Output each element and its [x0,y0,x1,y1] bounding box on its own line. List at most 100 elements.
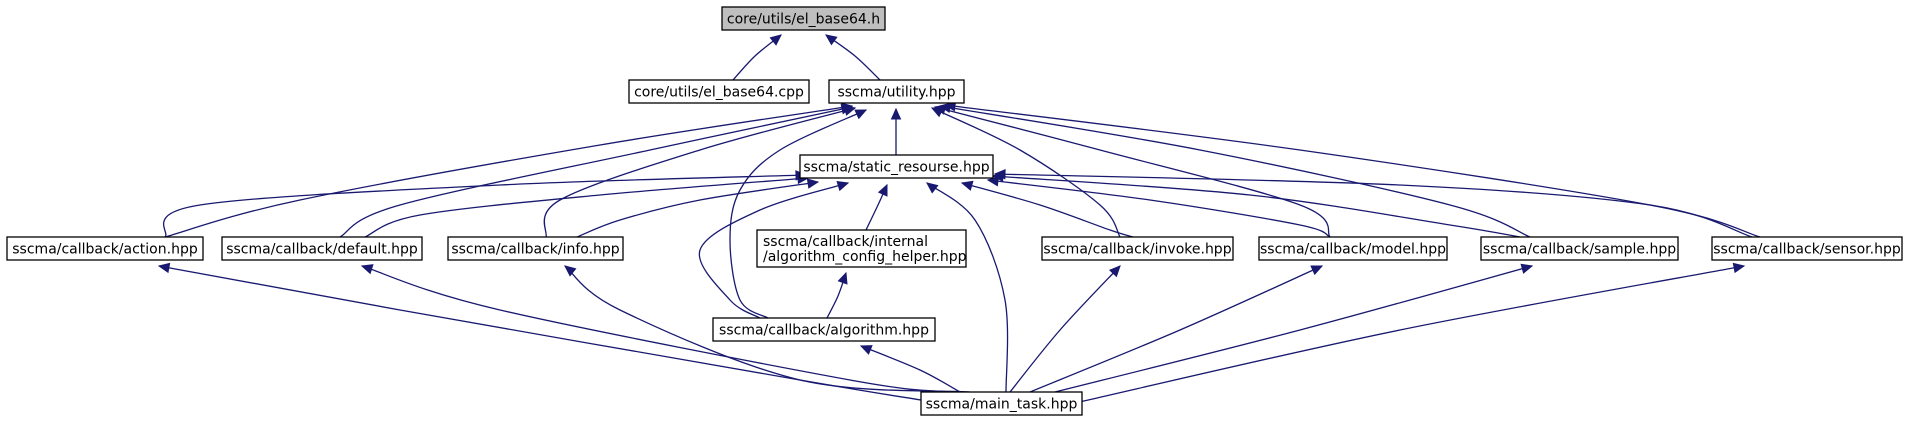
edge-algo_helper-to-static_resourse [865,183,888,231]
node-model[interactable]: sscma/callback/model.hpp [1258,236,1448,261]
node-label: sscma/callback/info.hpp [451,242,619,258]
edge-line [939,105,1531,238]
node-info[interactable]: sscma/callback/info.hpp [447,236,624,261]
edge-line [934,106,1331,238]
edge-info-to-utility [543,105,857,238]
arrowhead [859,345,873,355]
arrowhead [960,180,974,191]
arrowhead [157,262,171,274]
edge-main_task-to-invoke [1009,265,1121,393]
node-label: /algorithm_config_helper.hpp [763,249,967,265]
edge-line [1074,265,1745,404]
edge-main_task-to-action [157,262,922,401]
node-default[interactable]: sscma/callback/default.hpp [221,236,423,261]
node-box [1480,236,1679,261]
node-box [721,6,886,31]
edge-main_task-to-static_resourse [926,182,1009,393]
node-label: sscma/callback/internal [763,234,928,250]
edge-el_base64_cpp-to-el_base64_h [732,34,782,81]
node-utility[interactable]: sscma/utility.hpp [828,79,965,104]
node-el-base64-cpp[interactable]: core/utils/el_base64.cpp [628,79,810,104]
arrowhead [993,169,1006,180]
node-label: sscma/callback/algorithm.hpp [719,323,929,339]
edge-line [163,174,807,238]
edge-static_resourse-to-utility [890,107,902,155]
edge-line [926,182,1009,393]
arrowhead [360,264,374,275]
edge-line [944,104,1761,238]
edge-line [361,265,951,393]
arrowhead [806,178,820,189]
arrowhead [1732,262,1746,274]
edge-info-to-static_resourse [576,178,820,238]
edge-line [961,182,1134,238]
node-label: sscma/utility.hpp [837,85,955,101]
arrowhead [825,34,838,46]
arrowhead [843,105,857,116]
arrowhead [836,181,850,192]
node-action[interactable]: sscma/callback/action.hpp [6,236,204,261]
node-label: sscma/callback/action.hpp [12,242,198,258]
edge-model-to-utility [933,104,1331,238]
arrowhead [1520,263,1534,274]
arrowhead [854,109,868,120]
arrowhead [769,34,782,46]
edge-invoke-to-static_resourse [960,180,1134,238]
edge-main_task-to-sample [1054,263,1534,393]
node-el-base64-h: core/utils/el_base64.h [721,6,886,31]
edge-main_task-to-info [564,265,971,393]
edge-line [1054,265,1533,393]
edge-line [339,106,853,238]
edge-sensor-to-static_resourse [993,169,1753,238]
node-box [628,79,810,104]
edge-line [1029,265,1323,393]
node-box [1258,236,1448,261]
edge-action-to-utility [164,102,854,238]
node-box [221,236,423,261]
node-main-task[interactable]: sscma/main_task.hpp [920,391,1083,416]
arrowhead [1310,265,1324,276]
edge-line [1009,265,1121,393]
node-algo-helper[interactable]: sscma/callback/internal/algorithm_config… [756,229,967,268]
edge-main_task-to-model [1029,265,1324,393]
edge-default-to-utility [339,104,854,238]
edge-model-to-static_resourse [986,176,1331,238]
arrowhead [890,107,902,120]
node-box [799,154,994,179]
edge-line [931,107,1121,238]
arrowhead [1108,265,1121,278]
edge-main_task-to-sensor [1074,262,1746,404]
edge-algorithm-to-algo_helper [826,271,848,319]
edge-default-to-static_resourse [364,173,810,238]
node-box [920,391,1083,416]
edge-line [825,34,881,81]
node-invoke[interactable]: sscma/callback/invoke.hpp [1041,236,1234,261]
node-label: sscma/callback/sensor.hpp [1713,242,1901,258]
node-box [712,317,936,342]
edge-line [164,105,853,238]
node-algorithm[interactable]: sscma/callback/algorithm.hpp [712,317,936,342]
node-static-resourse[interactable]: sscma/static_resourse.hpp [799,154,994,179]
node-label: sscma/main_task.hpp [926,397,1078,413]
node-box [1711,236,1903,261]
edge-main_task-to-algorithm [859,345,961,393]
edge-line [987,179,1331,238]
edge-algorithm-to-utility [729,109,868,319]
arrowhead [564,265,577,277]
edge-main_task-to-default [360,264,951,393]
nodes-layer: core/utils/el_base64.h core/utils/el_base… [6,6,1903,416]
node-box [6,236,204,261]
arrowhead [877,183,888,197]
node-label: sscma/callback/invoke.hpp [1043,242,1231,258]
node-label: sscma/static_resourse.hpp [803,160,989,176]
edge-line [992,175,1521,238]
edge-utility-to-el_base64_h [825,34,881,81]
node-sensor[interactable]: sscma/callback/sensor.hpp [1711,236,1903,261]
edge-line [158,265,922,401]
arrowhead [837,271,848,285]
node-label: sscma/callback/default.hpp [226,242,418,258]
node-sample[interactable]: sscma/callback/sample.hpp [1480,236,1679,261]
edges-layer [157,34,1761,404]
edge-sample-to-static_resourse [991,171,1521,238]
